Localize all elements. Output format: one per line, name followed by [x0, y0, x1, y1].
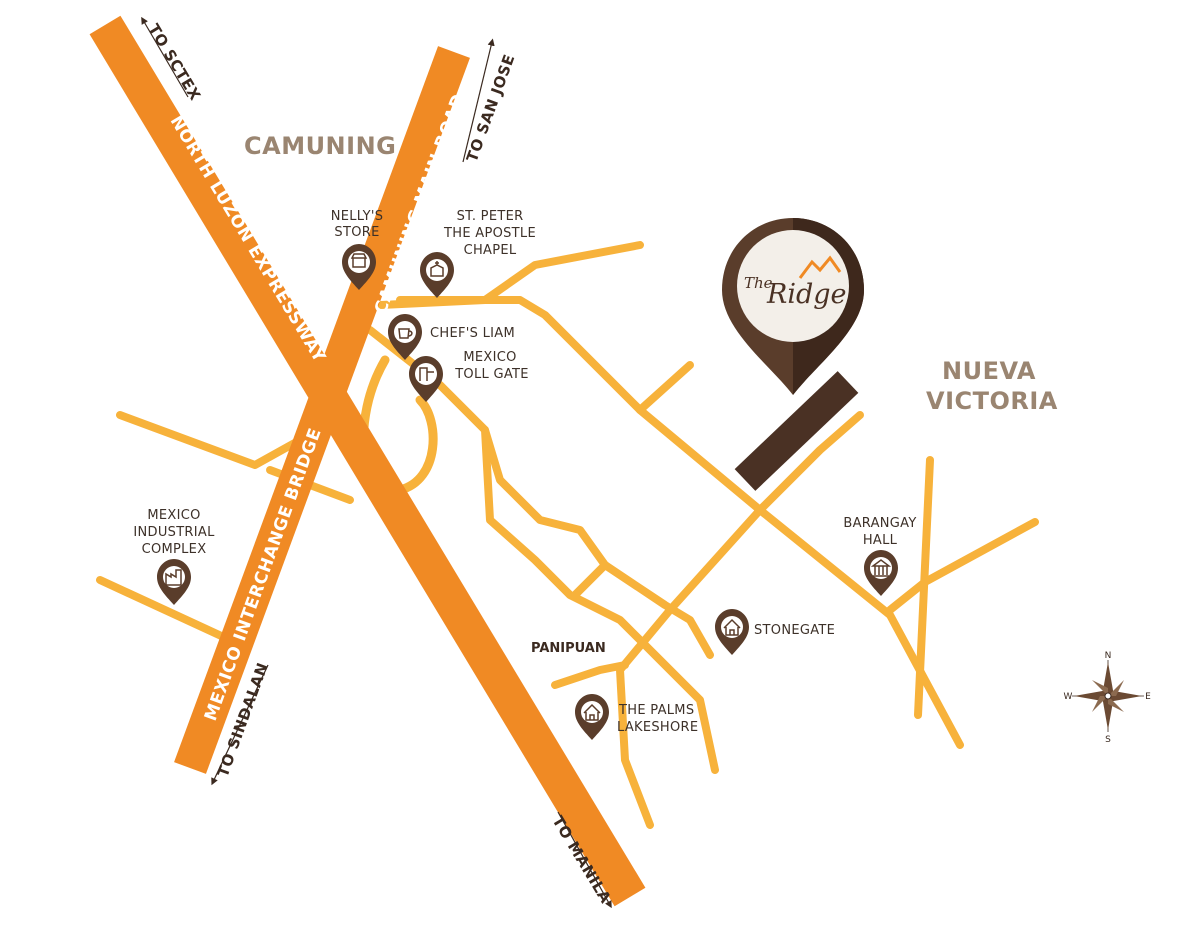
compass-east-label: E [1145, 692, 1151, 702]
road-connector [571, 561, 609, 599]
compass-north-label: N [1105, 651, 1112, 661]
palms-line1: THE PALMS [618, 703, 694, 718]
to-san-jose-label: TO SAN JOSE [463, 52, 519, 165]
compass-west-label: W [1064, 692, 1073, 702]
toll-gate-icon [419, 367, 434, 381]
logo-prefix: The [744, 274, 773, 292]
house-icon [583, 703, 601, 721]
project-site-block [734, 371, 859, 491]
road-west-1 [116, 411, 304, 469]
barangay-hall-line1: BARANGAY [843, 516, 916, 531]
chefs-liam-label: CHEF'S LIAM [430, 326, 515, 341]
government-hall-icon [870, 559, 892, 577]
road-panipuan [551, 661, 629, 689]
industrial-line1: MEXICO [147, 508, 200, 523]
chapel-line3: CHAPEL [464, 243, 517, 258]
north-luzon-expressway [89, 15, 646, 907]
coffee-cup-icon [398, 328, 413, 339]
expressways [89, 15, 646, 907]
road-branch-1 [481, 426, 719, 774]
landmark-barangay-hall: BARANGAY HALL [843, 516, 916, 596]
landmark-industrial-complex: MEXICO INDUSTRIAL COMPLEX [133, 508, 215, 605]
house-icon [723, 618, 741, 636]
road-west-3 [96, 576, 234, 644]
chapel-icon [430, 261, 444, 277]
road-winding [366, 326, 714, 659]
palms-line2: LAKESHORE [617, 720, 698, 735]
landmark-chefs-liam: CHEF'S LIAM [388, 314, 515, 360]
landmark-toll-gate: MEXICO TOLL GATE [409, 350, 529, 402]
chapel-line2: THE APOSTLE [443, 226, 536, 241]
road-spur-north [636, 361, 694, 414]
landmark-stonegate: STONEGATE [715, 609, 835, 655]
landmark-chapel: ST. PETER THE APOSTLE CHAPEL [420, 209, 536, 298]
barangay-hall-line2: HALL [863, 533, 898, 548]
road-east-diagonal [886, 518, 1039, 614]
landmark-nellys-store: NELLY'S STORE [331, 209, 384, 290]
chapel-line1: ST. PETER [457, 209, 524, 224]
nellys-store-line1: NELLY'S [331, 209, 384, 224]
toll-gate-line1: MEXICO [463, 350, 516, 365]
compass-south-label: S [1105, 735, 1111, 745]
logo-name: Ridge [766, 279, 847, 310]
industrial-line2: INDUSTRIAL [133, 525, 215, 540]
destination-san-jose: TO SAN JOSE [462, 38, 519, 165]
the-ridge-pin: The Ridge [722, 218, 864, 395]
toll-gate-line2: TOLL GATE [454, 367, 529, 382]
district-nueva-victoria-line1: NUEVA [942, 357, 1036, 385]
stonegate-label: STONEGATE [754, 623, 835, 638]
compass-rose: N S E W [1064, 651, 1152, 745]
store-icon [350, 253, 368, 268]
landmark-palms-lakeshore: THE PALMS LAKESHORE [575, 694, 698, 740]
district-camuning: CAMUNING [244, 132, 396, 160]
industrial-line3: COMPLEX [142, 542, 207, 557]
nellys-store-line2: STORE [334, 225, 379, 240]
district-panipuan: PANIPUAN [531, 641, 606, 656]
factory-icon [165, 569, 182, 586]
district-nueva-victoria-line2: VICTORIA [926, 387, 1058, 415]
